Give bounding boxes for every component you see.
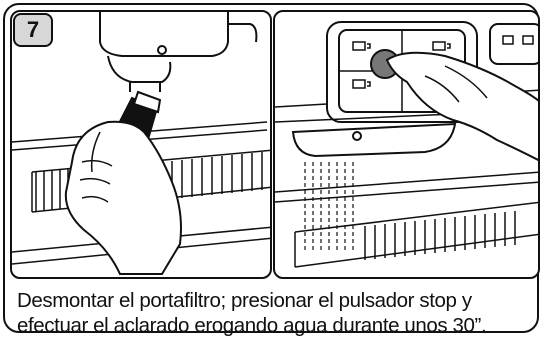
caption-line-2: efectuar el aclarado erogando agua duran… <box>17 314 487 337</box>
portafilter-illustration <box>12 12 270 275</box>
caption-line-1: Desmontar el portafiltro; presionar el p… <box>17 289 472 312</box>
rinse-illustration <box>275 21 538 268</box>
instruction-card: 7 Desmontar el portafiltro; presionar el… <box>3 3 540 337</box>
illustration-rinse-group <box>273 10 540 279</box>
instruction-caption: Desmontar el portafiltro; presionar el p… <box>17 288 539 338</box>
illustration-remove-portafilter <box>10 10 272 279</box>
step-number-badge: 7 <box>13 13 53 47</box>
